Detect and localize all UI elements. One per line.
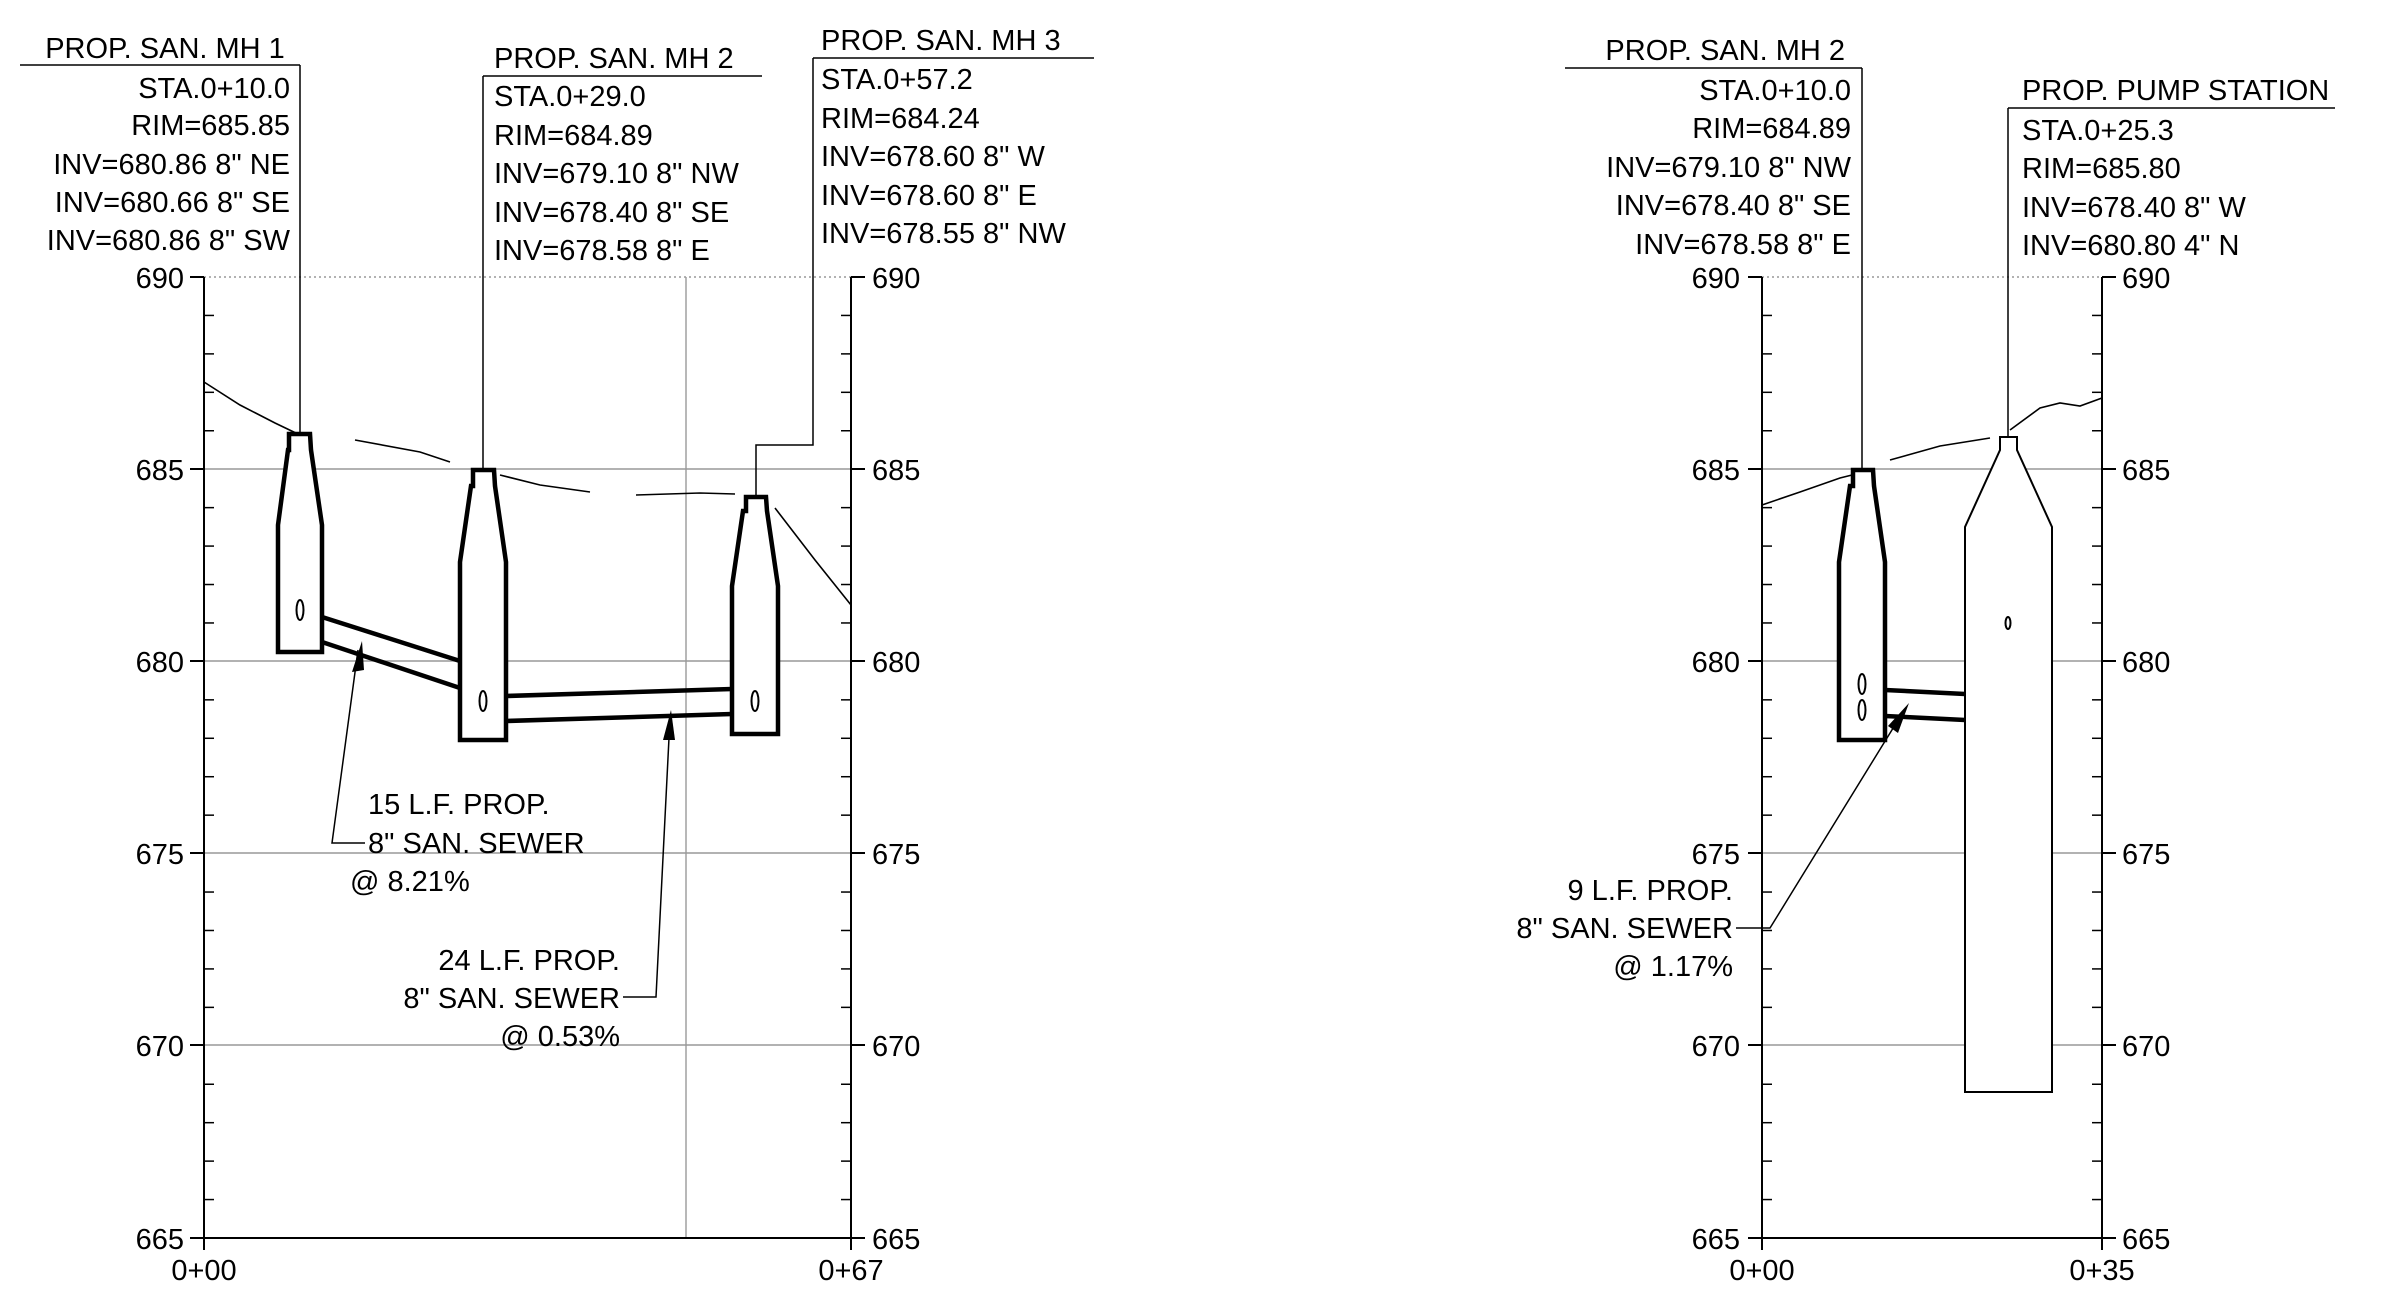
elev-label: 670	[2122, 1031, 2170, 1063]
elev-label: 685	[2122, 455, 2170, 487]
mh1-line: RIM=685.85	[131, 110, 290, 142]
station-end-label: 0+67	[818, 1255, 883, 1287]
pipe1-label: 15 L.F. PROP. 8" SAN. SEWER @ 8.21%	[331, 641, 585, 898]
minor-ticks-left	[204, 314, 851, 1201]
minor-ticks-right	[1762, 314, 2102, 1201]
elev-label: 675	[2122, 839, 2170, 871]
profile-left: 690 685 680 675 670 665 690 685 680 675 …	[20, 25, 1094, 1287]
mh2-right-title: PROP. SAN. MH 2	[1605, 35, 1845, 67]
station-start-label: 0+00	[171, 1255, 236, 1287]
elev-label: 680	[2122, 647, 2170, 679]
pump-station-label: PROP. PUMP STATION STA.0+25.3 RIM=685.80…	[2007, 75, 2335, 437]
elev-label: 680	[1692, 647, 1740, 679]
pipe1-line: @ 8.21%	[350, 866, 470, 898]
mh1-line: INV=680.86 8" SW	[47, 225, 291, 257]
station-end-label: 0+35	[2069, 1255, 2134, 1287]
elev-labels-right-right-side: 690 685 680 675 670 665	[2122, 263, 2170, 1256]
manhole-2-structure-right	[1836, 467, 1888, 743]
pipe1-line: 8" SAN. SEWER	[368, 828, 585, 860]
mh1-line: STA.0+10.0	[138, 73, 290, 105]
mh3-line: INV=678.60 8" W	[821, 141, 1046, 173]
elev-labels-left-side: 690 685 680 675 670 665	[136, 263, 184, 1256]
elev-labels-right-side: 690 685 680 675 670 665	[872, 263, 920, 1256]
elev-labels-right-left-side: 690 685 680 675 670 665	[1692, 263, 1740, 1256]
elev-label: 685	[872, 455, 920, 487]
pipes-left	[321, 614, 733, 724]
elev-label: 675	[136, 839, 184, 871]
elev-label: 690	[136, 263, 184, 295]
pump-station-title: PROP. PUMP STATION	[2022, 75, 2329, 107]
pipe1-line: 15 L.F. PROP.	[368, 789, 550, 821]
pump-station-line: RIM=685.80	[2022, 153, 2181, 185]
mh2-right-line: INV=679.10 8" NW	[1606, 152, 1851, 184]
elev-label: 675	[1692, 839, 1740, 871]
mh1-line: INV=680.66 8" SE	[55, 187, 290, 219]
pump-station-line: STA.0+25.3	[2022, 115, 2174, 147]
mh2-label: PROP. SAN. MH 2 STA.0+29.0 RIM=684.89 IN…	[482, 43, 762, 470]
axes-left	[190, 276, 865, 1250]
elev-label: 670	[872, 1031, 920, 1063]
existing-ground-left	[203, 381, 852, 606]
pump-station-structure	[1964, 436, 2053, 1093]
pipe-right-label: 9 L.F. PROP. 8" SAN. SEWER @ 1.17%	[1516, 703, 1909, 983]
pump-station-line: INV=680.80 4" N	[2022, 230, 2239, 262]
elev-label: 680	[872, 647, 920, 679]
mh3-label: PROP. SAN. MH 3 STA.0+57.2 RIM=684.24 IN…	[755, 25, 1094, 497]
mh3-line: INV=678.55 8" NW	[821, 218, 1066, 250]
pipe-right-line: @ 1.17%	[1613, 951, 1733, 983]
mh2-right-line: STA.0+10.0	[1699, 75, 1851, 107]
mh1-line: INV=680.86 8" NE	[53, 149, 290, 181]
elev-label: 665	[1692, 1224, 1740, 1256]
mh2-line: RIM=684.89	[494, 120, 653, 152]
elev-label: 690	[2122, 263, 2170, 295]
mh2-right-line: INV=678.40 8" SE	[1616, 190, 1851, 222]
existing-ground-right	[1761, 397, 2103, 506]
profile-right: 690 685 680 675 670 665 690 685 680 675 …	[1516, 35, 2335, 1287]
elev-label: 680	[136, 647, 184, 679]
pipe2-line: 24 L.F. PROP.	[438, 945, 620, 977]
mh3-title: PROP. SAN. MH 3	[821, 25, 1061, 57]
mh1-title: PROP. SAN. MH 1	[45, 33, 285, 65]
elev-label: 665	[872, 1224, 920, 1256]
pipe2-line: @ 0.53%	[500, 1021, 620, 1053]
elev-label: 670	[136, 1031, 184, 1063]
mh2-line: INV=679.10 8" NW	[494, 158, 739, 190]
mh2-line: INV=678.58 8" E	[494, 235, 710, 267]
mh2-right-line: RIM=684.89	[1692, 113, 1851, 145]
pipe-right-line: 9 L.F. PROP.	[1568, 875, 1734, 907]
pipe-right-line: 8" SAN. SEWER	[1516, 913, 1733, 945]
elev-label: 670	[1692, 1031, 1740, 1063]
station-start-label: 0+00	[1729, 1255, 1794, 1287]
manhole-1-structure	[275, 431, 325, 655]
manhole-3-structure	[729, 494, 781, 737]
elev-label: 665	[2122, 1224, 2170, 1256]
mh2-line: STA.0+29.0	[494, 81, 646, 113]
mh2-right-label: PROP. SAN. MH 2 STA.0+10.0 RIM=684.89 IN…	[1565, 35, 1863, 470]
mh1-label: PROP. SAN. MH 1 STA.0+10.0 RIM=685.85 IN…	[20, 33, 301, 434]
elev-label: 685	[136, 455, 184, 487]
elev-label: 675	[872, 839, 920, 871]
manhole-2-structure	[457, 467, 509, 743]
pipe2-label: 24 L.F. PROP. 8" SAN. SEWER @ 0.53%	[403, 710, 675, 1053]
grid-left	[204, 276, 851, 1238]
mh2-line: INV=678.40 8" SE	[494, 197, 729, 229]
mh2-right-line: INV=678.58 8" E	[1635, 229, 1851, 261]
elev-label: 690	[872, 263, 920, 295]
elev-label: 665	[136, 1224, 184, 1256]
mh3-line: STA.0+57.2	[821, 64, 973, 96]
pump-station-line: INV=678.40 8" W	[2022, 192, 2247, 224]
axes-right	[1748, 276, 2116, 1250]
pipe-right	[1884, 687, 1966, 723]
pipe2-line: 8" SAN. SEWER	[403, 983, 620, 1015]
mh3-line: RIM=684.24	[821, 103, 980, 135]
mh2-title: PROP. SAN. MH 2	[494, 43, 734, 75]
elev-label: 685	[1692, 455, 1740, 487]
mh3-line: INV=678.60 8" E	[821, 180, 1037, 212]
elev-label: 690	[1692, 263, 1740, 295]
